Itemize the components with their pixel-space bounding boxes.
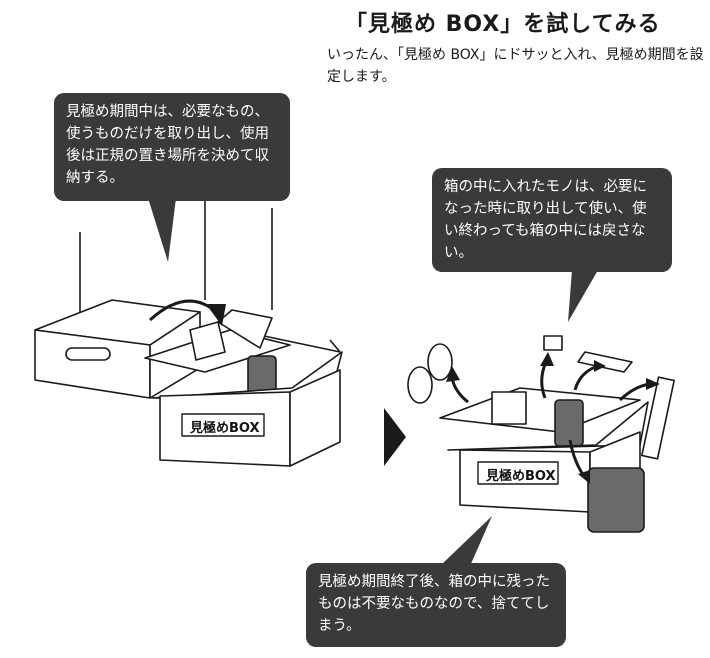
bubble-tail-2 — [568, 270, 598, 322]
callout-second: 箱の中に入れたモノは、必要になった時に取り出して使い、使い終わっても箱の中には戻… — [432, 168, 672, 272]
bubble-tail-3 — [440, 516, 492, 566]
filled-box-right — [407, 335, 675, 533]
pull-out-arrow-heads — [446, 352, 660, 484]
intro-text: いったん、「見極め BOX」にドサッと入れ、見極め期間を設定します。 — [327, 47, 704, 85]
callout-third: 見極め期間終了後、箱の中に残ったものは不要なものなので、捨ててしまう。 — [306, 563, 566, 647]
box-label-left: 見極めBOX — [190, 421, 260, 436]
move-arrow-head — [206, 304, 226, 326]
box-label-right: 見極めBOX — [486, 469, 556, 484]
step-arrow — [384, 408, 406, 466]
filled-box-left — [144, 309, 343, 467]
empty-box — [34, 185, 273, 399]
bubble-tail-1 — [148, 198, 176, 262]
page-title: 「見極め BOX」を試してみる — [345, 12, 661, 37]
callout-first: 見極め期間中は、必要なもの、使うものだけを取り出し、使用後は正規の置き場所を決め… — [54, 93, 290, 201]
